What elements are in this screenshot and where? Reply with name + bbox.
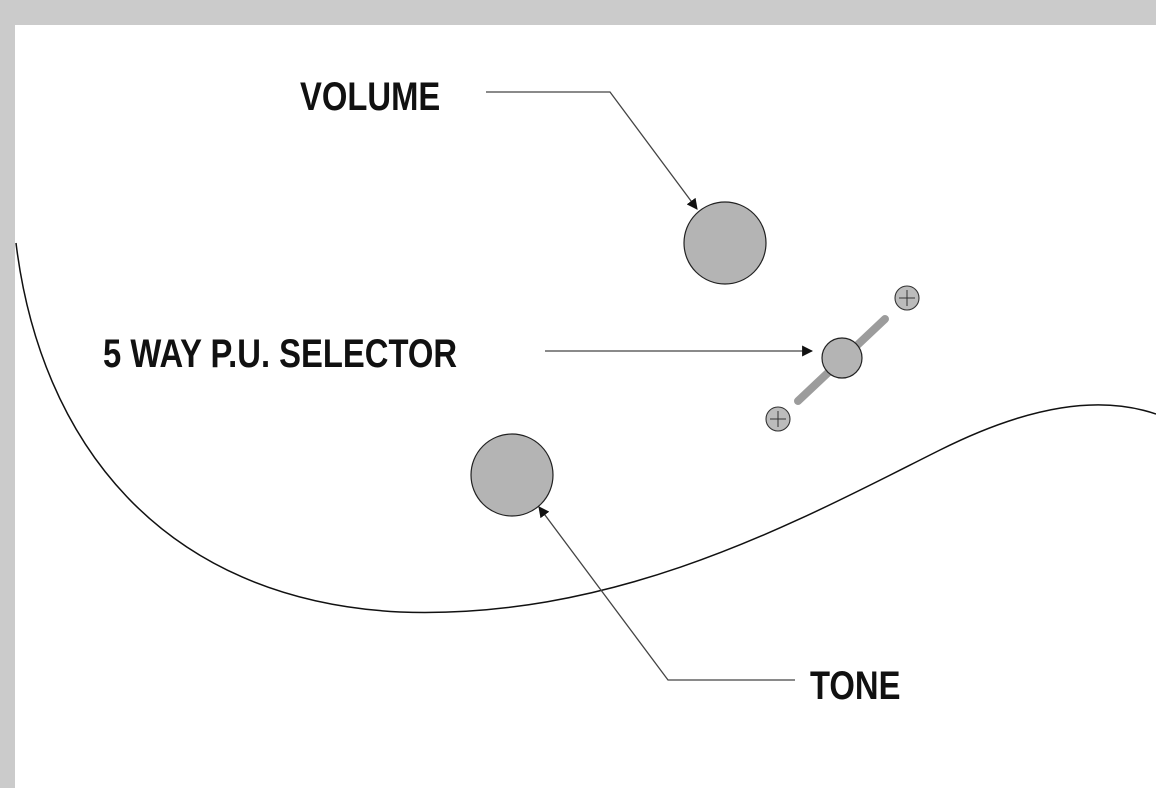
volume-knob-icon [683,201,767,285]
screw-icon [894,285,920,311]
volume-leader-arrow [486,91,698,210]
screw-icon [765,406,791,432]
volume-label: VOLUME [300,74,440,119]
guitar-body-outline [15,242,1156,614]
selector-tip [821,337,863,379]
tone-leader-arrow [538,506,795,681]
pickup-selector-icon [794,315,889,405]
diagram-canvas [15,25,1156,788]
tone-label: TONE [810,663,900,708]
tone-knob-icon [470,433,554,517]
selector-label: 5 WAY P.U. SELECTOR [103,331,457,376]
